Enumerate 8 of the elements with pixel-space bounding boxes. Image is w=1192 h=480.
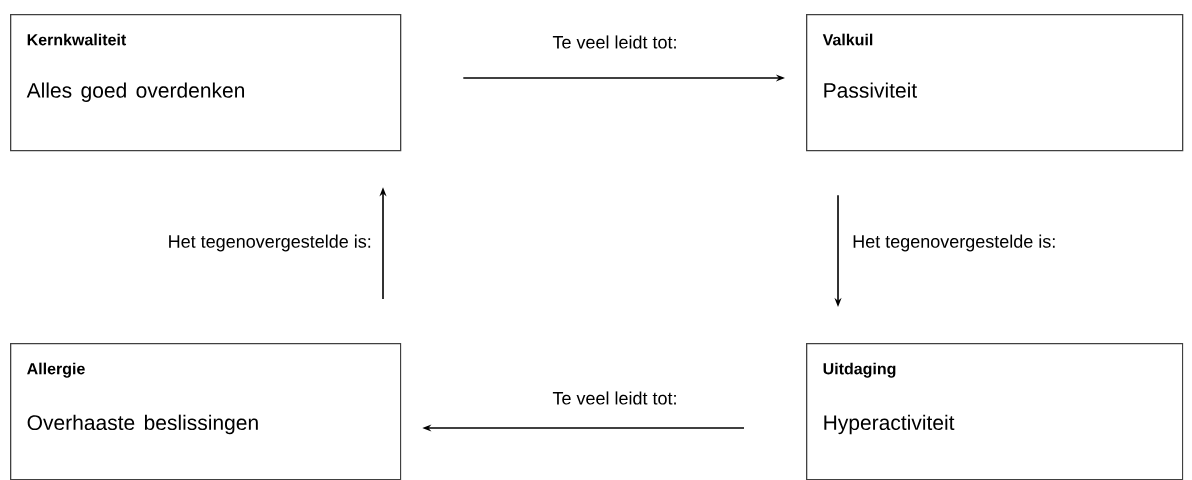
text-box: Kernkwaliteit Alles goed overdenken bbox=[10, 14, 402, 152]
edge-label: Te veel leidt tot: bbox=[552, 35, 676, 49]
text-box: Uitdaging Hyperactiviteit bbox=[806, 343, 1184, 480]
edge-label: Het tegenovergestelde is: bbox=[169, 234, 371, 252]
edge-label: Te veel leidt tot: bbox=[552, 391, 676, 405]
edge-label: Het tegenovergestelde is: bbox=[853, 234, 1055, 252]
text-box: Valkuil Passiviteit bbox=[806, 14, 1184, 152]
text-box: Allergie Overhaaste beslissingen bbox=[10, 343, 402, 480]
